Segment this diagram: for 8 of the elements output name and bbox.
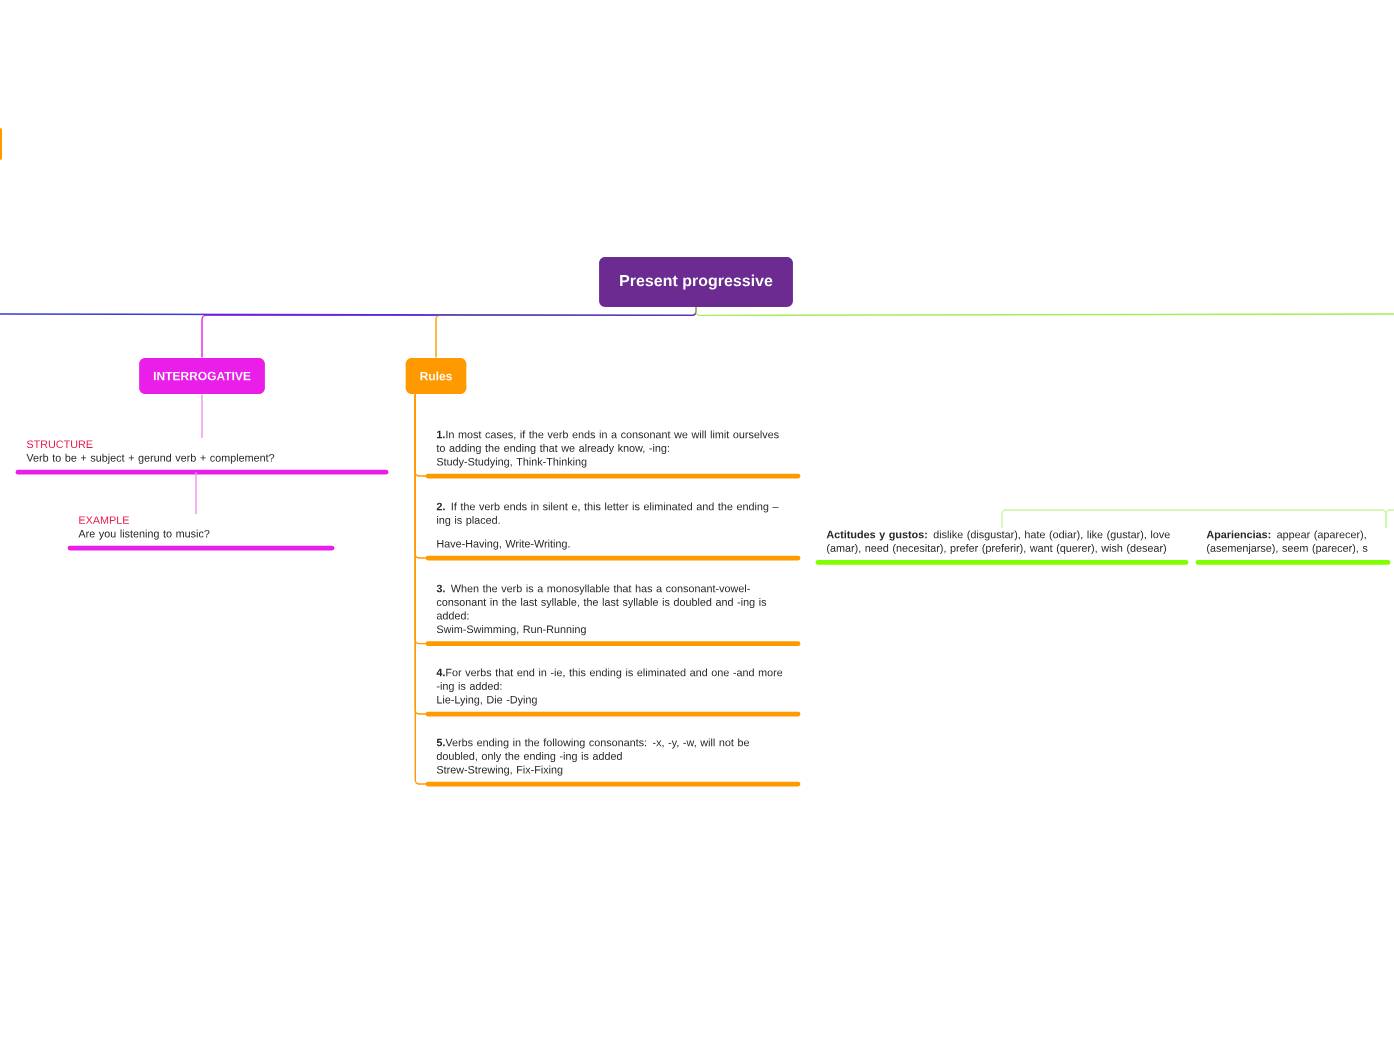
connector — [195, 471, 197, 515]
root-box: Present progressive — [599, 257, 793, 307]
connector — [201, 393, 203, 439]
connector — [695, 306, 1394, 317]
connector — [1385, 509, 1394, 529]
connector — [414, 393, 429, 785]
connector — [0, 306, 697, 317]
connector — [1001, 509, 1387, 529]
